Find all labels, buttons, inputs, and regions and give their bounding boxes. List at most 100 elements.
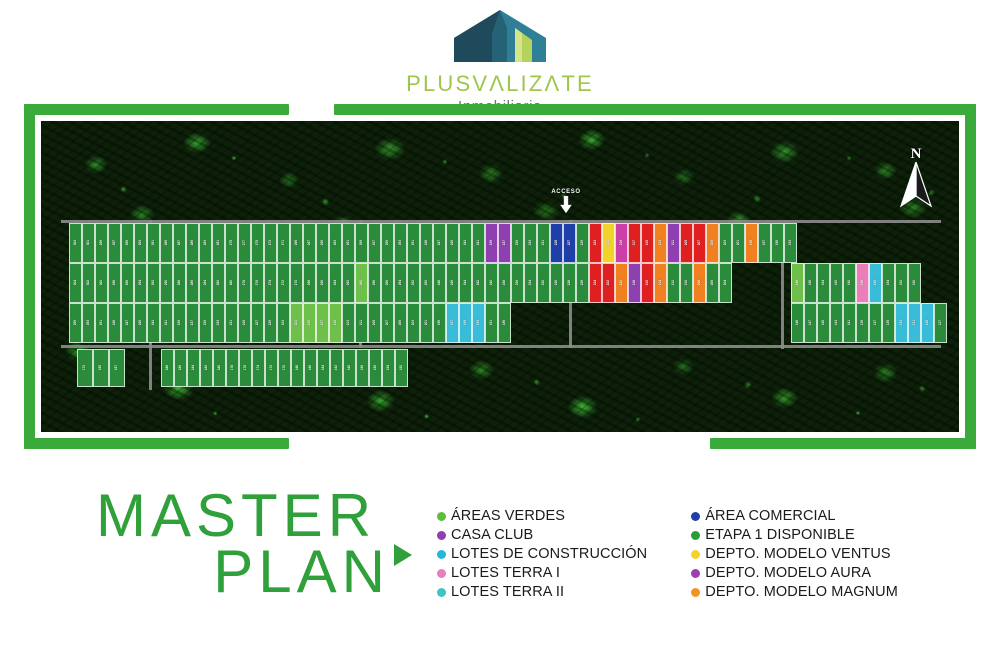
lot-parcel[interactable]: 201 bbox=[420, 303, 433, 343]
lot-parcel[interactable]: 139 bbox=[856, 303, 869, 343]
lot-parcel[interactable]: 176 bbox=[239, 349, 252, 387]
lot-parcel[interactable]: 169 bbox=[93, 349, 109, 387]
lot-parcel[interactable]: 230 bbox=[550, 263, 563, 303]
lot-parcel[interactable]: 210 bbox=[680, 263, 693, 303]
lot-parcel[interactable]: 238 bbox=[498, 263, 511, 303]
legend-item[interactable]: LOTES TERRA II bbox=[437, 584, 647, 600]
lot-parcel[interactable]: 291 bbox=[147, 223, 160, 263]
lot-parcel[interactable]: 257 bbox=[368, 223, 381, 263]
lot-parcel[interactable]: 231 bbox=[225, 303, 238, 343]
legend-item[interactable]: ÁREA COMERCIAL bbox=[691, 508, 898, 524]
lot-parcel[interactable]: 211 bbox=[355, 303, 368, 343]
lot-parcel[interactable]: 243 bbox=[147, 303, 160, 343]
lot-parcel[interactable]: 180 bbox=[213, 349, 226, 387]
lot-parcel[interactable]: 219 bbox=[615, 223, 628, 263]
lot-parcel[interactable]: 283 bbox=[199, 223, 212, 263]
lot-parcel[interactable]: 274 bbox=[264, 263, 277, 303]
lot-parcel[interactable]: 295 bbox=[121, 223, 134, 263]
lot-parcel[interactable]: 158 bbox=[356, 349, 369, 387]
lot-parcel[interactable]: 235 bbox=[511, 223, 524, 263]
lot-parcel[interactable]: 232 bbox=[537, 263, 550, 303]
lot-parcel[interactable]: 246 bbox=[446, 263, 459, 303]
lot-parcel[interactable]: 262 bbox=[342, 263, 355, 303]
lot-parcel[interactable]: 162 bbox=[330, 349, 343, 387]
lot-parcel[interactable]: 156 bbox=[869, 263, 882, 303]
lot-parcel[interactable]: 285 bbox=[186, 223, 199, 263]
lot-parcel[interactable]: 178 bbox=[226, 349, 239, 387]
lot-parcel[interactable]: 247 bbox=[121, 303, 134, 343]
lot-parcel[interactable]: 186 bbox=[174, 349, 187, 387]
lot-parcel[interactable]: 129 bbox=[921, 303, 934, 343]
lot-parcel[interactable]: 208 bbox=[693, 263, 706, 303]
lot-parcel[interactable]: 231 bbox=[537, 223, 550, 263]
legend-item[interactable]: LOTES DE CONSTRUCCIÓN bbox=[437, 546, 647, 562]
lot-parcel[interactable]: 241 bbox=[472, 223, 485, 263]
lot-parcel[interactable]: 154 bbox=[382, 349, 395, 387]
lot-parcel[interactable]: 253 bbox=[82, 303, 95, 343]
lot-parcel[interactable]: 166 bbox=[804, 263, 817, 303]
lot-parcel[interactable]: 221 bbox=[602, 223, 615, 263]
lot-parcel[interactable]: 278 bbox=[238, 263, 251, 303]
lot-parcel[interactable]: 272 bbox=[277, 263, 290, 303]
lot-parcel[interactable]: 191 bbox=[485, 303, 498, 343]
lot-parcel[interactable]: 267 bbox=[303, 223, 316, 263]
lot-parcel[interactable]: 224 bbox=[589, 263, 602, 303]
lot-parcel[interactable]: 292 bbox=[147, 263, 160, 303]
lot-parcel[interactable]: 143 bbox=[830, 303, 843, 343]
lot-parcel[interactable]: 223 bbox=[589, 223, 602, 263]
lot-parcel[interactable]: 174 bbox=[252, 349, 265, 387]
lot-parcel[interactable]: 215 bbox=[641, 223, 654, 263]
lot-parcel[interactable]: 251 bbox=[95, 303, 108, 343]
lot-parcel[interactable]: 253 bbox=[394, 223, 407, 263]
lot-parcel[interactable]: 255 bbox=[69, 303, 82, 343]
lot-parcel[interactable]: 204 bbox=[719, 263, 732, 303]
lot-parcel[interactable]: 289 bbox=[160, 223, 173, 263]
lot-parcel[interactable]: 282 bbox=[212, 263, 225, 303]
lot-parcel[interactable]: 160 bbox=[843, 263, 856, 303]
lot-parcel[interactable]: 152 bbox=[395, 349, 408, 387]
lot-parcel[interactable]: 249 bbox=[108, 303, 121, 343]
lot-parcel[interactable]: 235 bbox=[199, 303, 212, 343]
lot-parcel[interactable]: 215 bbox=[329, 303, 342, 343]
lot-parcel[interactable]: 195 bbox=[459, 303, 472, 343]
lot-parcel[interactable]: 211 bbox=[667, 223, 680, 263]
lot-parcel[interactable]: 233 bbox=[524, 223, 537, 263]
lot-parcel[interactable]: 242 bbox=[472, 263, 485, 303]
lot-parcel[interactable]: 245 bbox=[446, 223, 459, 263]
lot-parcel[interactable]: 166 bbox=[304, 349, 317, 387]
lot-parcel[interactable]: 255 bbox=[381, 223, 394, 263]
lot-parcel[interactable]: 216 bbox=[641, 263, 654, 303]
legend-item[interactable]: CASA CLUB bbox=[437, 527, 647, 543]
lot-parcel[interactable]: 207 bbox=[381, 303, 394, 343]
lot-parcel[interactable]: 156 bbox=[369, 349, 382, 387]
lot-parcel[interactable]: 193 bbox=[472, 303, 485, 343]
lot-parcel[interactable]: 199 bbox=[433, 303, 446, 343]
lot-parcel[interactable]: 137 bbox=[869, 303, 882, 343]
lot-parcel[interactable]: 258 bbox=[368, 263, 381, 303]
legend-item[interactable]: DEPTO. MODELO AURA bbox=[691, 565, 898, 581]
lot-parcel[interactable]: 254 bbox=[394, 263, 407, 303]
lot-parcel[interactable]: 229 bbox=[238, 303, 251, 343]
lot-parcel[interactable]: 243 bbox=[459, 223, 472, 263]
lot-parcel[interactable]: 244 bbox=[459, 263, 472, 303]
lot-parcel[interactable]: 164 bbox=[817, 263, 830, 303]
lot-parcel[interactable]: 280 bbox=[225, 263, 238, 303]
lot-parcel[interactable]: 184 bbox=[187, 349, 200, 387]
lot-parcel[interactable]: 221 bbox=[290, 303, 303, 343]
lot-parcel[interactable]: 239 bbox=[485, 223, 498, 263]
lot-parcel[interactable]: 252 bbox=[407, 263, 420, 303]
lot-parcel[interactable]: 222 bbox=[602, 263, 615, 303]
lot-parcel[interactable]: 240 bbox=[485, 263, 498, 303]
lot-parcel[interactable]: 233 bbox=[212, 303, 225, 343]
lot-parcel[interactable]: 237 bbox=[186, 303, 199, 343]
lot-parcel[interactable]: 149 bbox=[791, 303, 804, 343]
lot-parcel[interactable]: 247 bbox=[433, 223, 446, 263]
lot-parcel[interactable]: 301 bbox=[82, 223, 95, 263]
lot-parcel[interactable]: 241 bbox=[160, 303, 173, 343]
lot-parcel[interactable]: 160 bbox=[343, 349, 356, 387]
lot-parcel[interactable]: 207 bbox=[693, 223, 706, 263]
lot-parcel[interactable]: 304 bbox=[69, 263, 82, 303]
lot-parcel[interactable]: 284 bbox=[199, 263, 212, 303]
lot-parcel[interactable]: 189 bbox=[498, 303, 511, 343]
